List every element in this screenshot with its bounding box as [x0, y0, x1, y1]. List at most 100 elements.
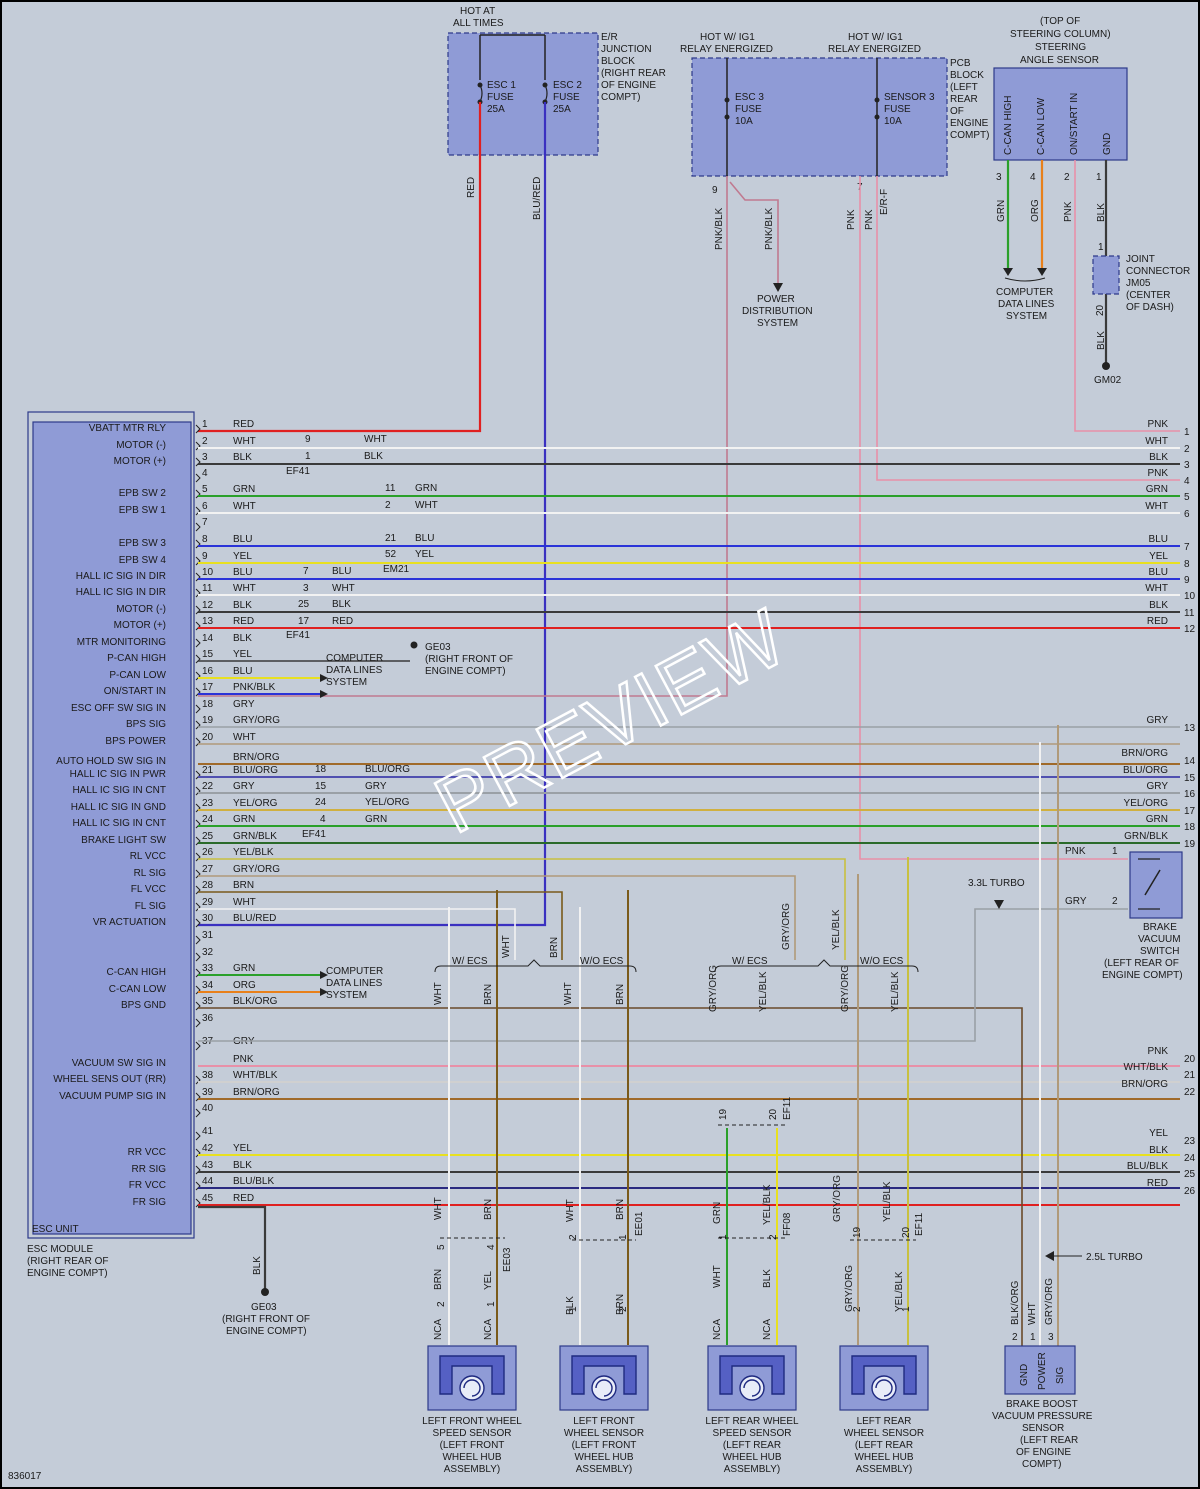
right-num-16: 17: [1184, 806, 1196, 817]
ef41b-name: EF41: [286, 630, 310, 641]
fuse-esc1-0: ESC 1: [487, 80, 516, 91]
pin-chevron-icon: [195, 489, 201, 499]
lower-num-1: 4: [486, 1244, 497, 1250]
esc-pin-num-29: 29: [202, 897, 214, 908]
esc-pin-num-6: 7: [202, 517, 208, 528]
esc-pin-wire-2: BLK: [233, 452, 252, 463]
er-name-3: (RIGHT REAR: [601, 68, 666, 79]
lower-label-17: NCA: [483, 1319, 494, 1340]
esc-pin-wire-34: ORG: [233, 980, 256, 991]
esc-pin-wire-23: YEL/ORG: [233, 798, 278, 809]
esc-pin-wire-38: PNK: [233, 1054, 254, 1065]
esc-pin-wire-8: YEL: [233, 551, 252, 562]
bvs-pin-2: 2: [1112, 896, 1118, 907]
esc-pin-label-4: EPB SW 2: [119, 488, 167, 499]
lower-label-15: YEL: [483, 1271, 494, 1290]
esc-pin-wire-12: RED: [233, 616, 254, 627]
esc-pin-num-19: 20: [202, 732, 214, 743]
pin-chevron-icon: [195, 605, 201, 615]
pcb-wire-3: PNK: [846, 209, 857, 230]
ef41c-bluorg: BLU/ORG: [365, 764, 410, 775]
esc-pin-label-33: C-CAN HIGH: [107, 967, 166, 978]
fuse-sensor3-2: 10A: [884, 116, 902, 127]
pin-chevron-icon: [195, 506, 201, 516]
wire-fl-vcc: [198, 891, 563, 960]
esc-pin-num-27: 27: [202, 864, 214, 875]
pcb-wire-4: PNK: [864, 209, 875, 230]
esc-pin-num-12: 13: [202, 616, 214, 627]
esc-pin-wire-22: GRY: [233, 781, 255, 792]
right-wire-10: BLK: [1149, 600, 1168, 611]
bbvps-num-3: 3: [1048, 1332, 1054, 1343]
esc-pin-wire-17: GRY: [233, 699, 255, 710]
pcb-name-6: COMPT): [950, 130, 989, 141]
cdl1-0: COMPUTER: [326, 653, 383, 664]
inline-connectors: 9 1 WHT BLK EF41 11 2 21 52 GRN WHT BLU …: [286, 434, 513, 1001]
esc-pin-wire-45: BLU/BLK: [233, 1176, 274, 1187]
bbvps-pin-sig: SIG: [1055, 1367, 1066, 1384]
bvs-name-2: SWITCH: [1140, 946, 1179, 957]
cdl1-2: SYSTEM: [326, 677, 367, 688]
pin-chevron-icon: [195, 1041, 201, 1051]
em21-yel: YEL: [415, 549, 434, 560]
em21-grn: GRN: [415, 483, 437, 494]
em21-wht: WHT: [415, 500, 438, 511]
esc-pin-num-13: 14: [202, 633, 214, 644]
esc-pin-wire-1: WHT: [233, 436, 256, 447]
steer-num-1: 4: [1030, 172, 1036, 183]
esc-unit-label: ESC UNIT: [32, 1224, 79, 1235]
right-wire-22: YEL: [1149, 1128, 1168, 1139]
right-wire-18: GRN/BLK: [1124, 831, 1168, 842]
pcb-wire-2: PNK/BLK: [764, 207, 775, 250]
ef41a-wht: WHT: [364, 434, 387, 445]
lower-label-36: EF11: [914, 1212, 925, 1236]
figure-id: 836017: [8, 1471, 42, 1482]
right-wire-2: BLK: [1149, 452, 1168, 463]
pcb-block: HOT W/ IG1 RELAY ENERGIZED HOT W/ IG1 RE…: [680, 32, 989, 329]
right-num-8: 9: [1184, 575, 1190, 586]
sensor-name-3-0: LEFT REAR: [857, 1416, 912, 1427]
right-num-6: 7: [1184, 542, 1190, 553]
pin-chevron-icon: [195, 1165, 201, 1175]
esc-pin-label-8: EPB SW 4: [119, 555, 167, 566]
fuse-esc3-0: ESC 3: [735, 92, 764, 103]
bvs-name-1: VACUUM: [1138, 934, 1181, 945]
feeder-wires: [198, 102, 1180, 927]
esc-pin-wire-44: BLK: [233, 1160, 252, 1171]
esc-pin-num-2: 3: [202, 452, 208, 463]
er-wire-blured: BLU/RED: [532, 177, 543, 220]
esc-pin-wire-16: PNK/BLK: [233, 682, 276, 693]
brake-boost-sensor: GND POWER SIG 2 1 3 BLK/ORG WHT GRY/ORG …: [992, 1251, 1143, 1470]
esc-pin-label-16: ON/START IN: [104, 686, 166, 697]
right-num-24: 25: [1184, 1169, 1196, 1180]
er-hot-line2: ALL TIMES: [453, 18, 504, 29]
esc-pin-wire-24: GRN: [233, 814, 255, 825]
pin-chevron-icon: [195, 1108, 201, 1118]
esc-pin-num-39: 38: [202, 1070, 214, 1081]
arrow-icon-2: [320, 971, 328, 979]
lower-label-2: WHT: [563, 982, 574, 1005]
er-name-4: OF ENGINE: [601, 80, 656, 91]
ef41a-name: EF41: [286, 466, 310, 477]
esc-pin-num-7: 8: [202, 534, 208, 545]
lower-label-0: WHT: [433, 982, 444, 1005]
ge03b-name: GE03: [251, 1302, 277, 1313]
right-num-0: 1: [1184, 427, 1190, 438]
wire-bps-gnd: [198, 1007, 1023, 1346]
ge03a-name: GE03: [425, 642, 451, 653]
esc-pin-label-43: RR VCC: [128, 1147, 166, 1158]
esc-pin-label-11: MOTOR (-): [116, 604, 166, 615]
ground-ge03b-icon: [261, 1288, 269, 1296]
ef41a-pin-9: 9: [305, 434, 311, 445]
rotation-icon-1: [595, 1379, 613, 1397]
pin-chevron-icon: [195, 918, 201, 928]
pin-chevron-icon: [195, 638, 201, 648]
lower-label-24: GRN: [712, 1202, 723, 1224]
pin-chevron-icon: [195, 836, 201, 846]
ge03-bottom: BLK GE03 (RIGHT FRONT OF ENGINE COMPT): [198, 1205, 310, 1337]
pcb-name-1: BLOCK: [950, 70, 984, 81]
esc-pin-num-24: 24: [202, 814, 214, 825]
power-dist-0: POWER: [757, 294, 795, 305]
esc-pin-num-4: 5: [202, 484, 208, 495]
opt-woecs-1: W/O ECS: [580, 956, 624, 967]
